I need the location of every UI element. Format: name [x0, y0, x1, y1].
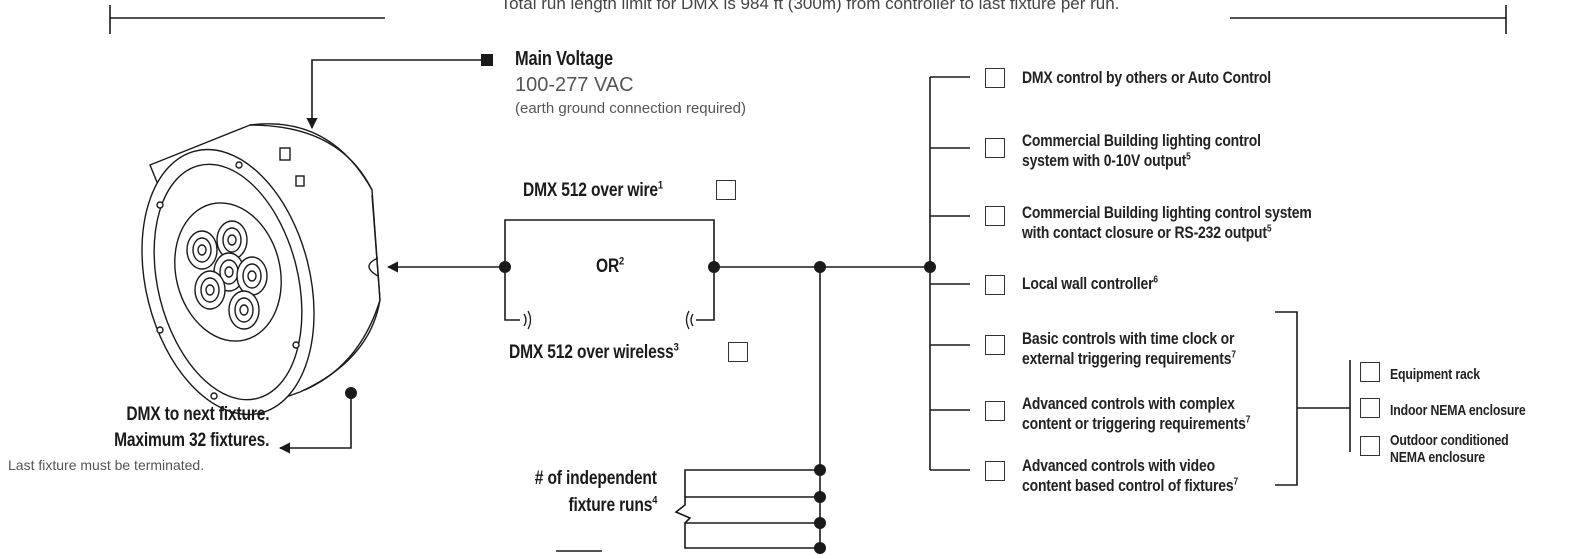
wire-option-label: DMX 512 over wire1 — [523, 179, 663, 201]
wire-option-checkbox[interactable] — [716, 180, 736, 200]
main-voltage-terminal-icon — [481, 54, 493, 66]
runs-label-line1: # of independent — [534, 468, 657, 489]
main-voltage-line — [306, 59, 487, 130]
wireless-option-label: DMX 512 over wireless3 — [509, 341, 679, 363]
control-option-4: Local wall controller6 — [1022, 274, 1158, 293]
enclosure-checkbox-1[interactable] — [1360, 362, 1380, 382]
control-option-checkbox-5[interactable] — [985, 335, 1005, 355]
control-option-checkbox-6[interactable] — [985, 401, 1005, 421]
main-voltage-note: (earth ground connection required) — [515, 100, 746, 117]
run-length-note: Total run length limit for DMX is 984 ft… — [500, 0, 1120, 13]
next-fixture-line1: DMX to next fixture. — [125, 404, 269, 425]
dmx-signal-path — [386, 219, 930, 548]
junction-dots — [499, 261, 936, 554]
or-label: OR2 — [596, 255, 625, 277]
enclosure-checkbox-2[interactable] — [1360, 398, 1380, 418]
control-option-checkbox-2[interactable] — [985, 138, 1005, 158]
next-fixture-line2: Maximum 32 fixtures. — [113, 430, 269, 451]
next-fixture-line3: Last fixture must be terminated. — [8, 457, 205, 473]
control-option-checkbox-1[interactable] — [985, 68, 1005, 88]
led-fixture-icon — [141, 123, 381, 416]
control-options-bus — [929, 76, 970, 471]
control-option-checkbox-7[interactable] — [985, 461, 1005, 481]
fixture-runs-lines — [674, 469, 820, 549]
wireless-signal-icon — [523, 310, 694, 330]
enclosure-checkbox-3[interactable] — [1360, 436, 1380, 456]
control-option-checkbox-3[interactable] — [985, 206, 1005, 226]
enclosure-option-1: Equipment rack — [1390, 366, 1480, 383]
enclosure-bracket — [1275, 311, 1351, 486]
main-voltage-value: 100-277 VAC — [515, 74, 634, 96]
control-option-1: DMX control by others or Auto Control — [1022, 68, 1271, 87]
main-voltage-title: Main Voltage — [515, 48, 613, 70]
junction-dot-icon — [345, 387, 357, 399]
runs-label-line2: fixture runs4 — [568, 494, 657, 516]
control-option-checkbox-4[interactable] — [985, 275, 1005, 295]
wireless-option-checkbox[interactable] — [728, 342, 748, 362]
run-length-dimension-line — [109, 5, 1507, 34]
enclosure-option-2: Indoor NEMA enclosure — [1390, 402, 1526, 419]
control-option-3: Commercial Building lighting control sys… — [1022, 203, 1312, 242]
next-fixture-line — [278, 393, 352, 454]
